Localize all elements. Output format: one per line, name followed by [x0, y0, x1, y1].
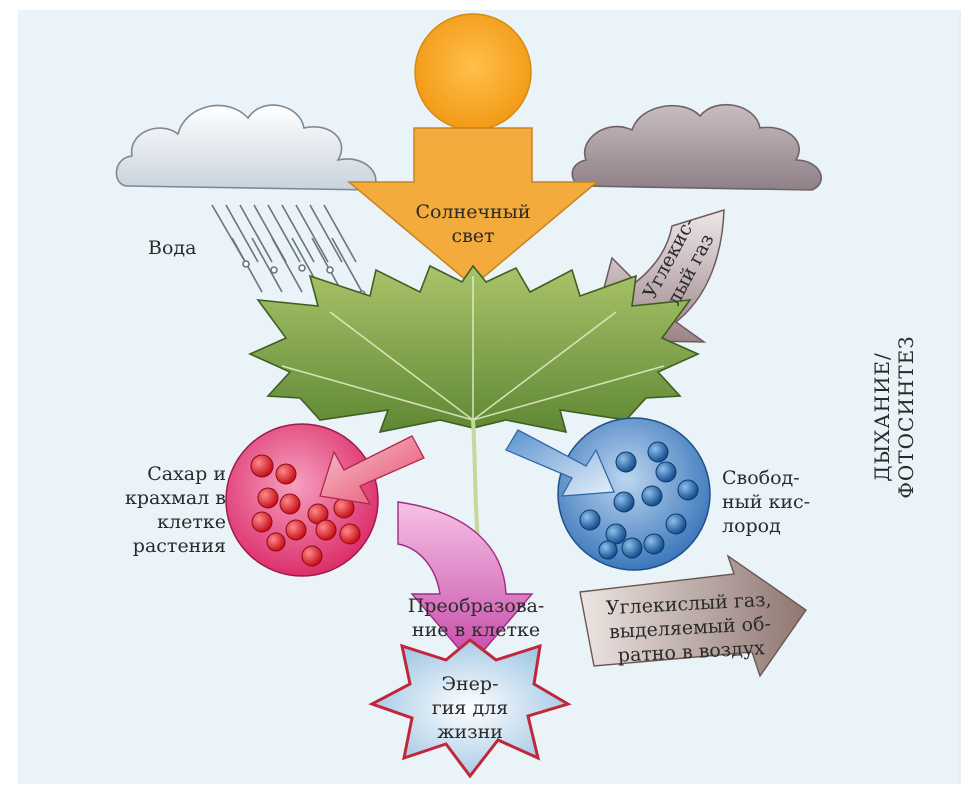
energy-label: Энер- гия для жизни	[420, 672, 520, 744]
oxygen-label: Свобод- ный кис- лород	[722, 466, 832, 538]
sugar-label: Сахар и крахмал в клетке растения	[96, 462, 226, 558]
water-label: Вода	[148, 236, 196, 260]
transformation-label: Преобразова- ние в клетке	[398, 594, 554, 642]
sun-icon	[415, 14, 531, 130]
side-title: ДЫХАНИЕ/ ФОТОСИНТЕЗ	[870, 272, 900, 562]
sunlight-label: Солнечный свет	[396, 200, 550, 248]
co2-release-label: Углекислый газ, выделяемый об- ратно в в…	[590, 587, 789, 669]
